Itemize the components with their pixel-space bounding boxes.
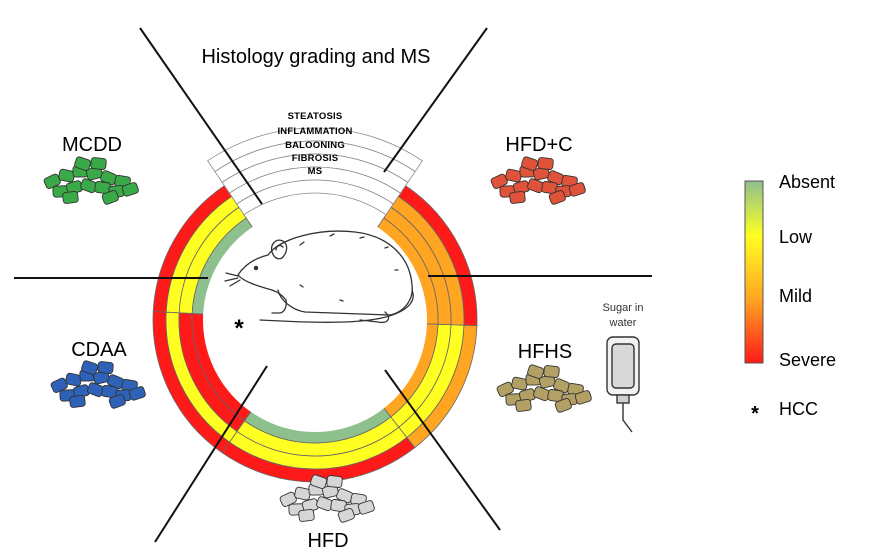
legend-low: Low [779, 227, 813, 247]
model-label-hfdc: HFD+C [505, 134, 572, 156]
ring-label-ballooning: BALOONING [285, 140, 345, 151]
model-label-cdaa: CDAA [71, 339, 127, 361]
pellet-pile-icon-hfhs [496, 364, 592, 413]
legend-mild: Mild [779, 286, 812, 306]
ring-label-inflammation: INFLAMMATION [277, 126, 352, 137]
pellet-piles [43, 156, 592, 523]
legend-hcc: HCC [779, 399, 818, 419]
rat-illustration [224, 230, 414, 324]
pellet-pile-icon-hfdc [490, 156, 586, 205]
legend-absent: Absent [779, 172, 835, 192]
legend-severe: Severe [779, 350, 836, 370]
model-label-hfd: HFD [307, 530, 348, 552]
sugar-label-line1: Sugar in [603, 302, 644, 314]
legend-hcc-symbol: * [751, 403, 759, 425]
label-arc-band-4 [236, 179, 394, 216]
ring-label-ms: MS [308, 166, 323, 177]
model-label-mcdd: MCDD [62, 134, 122, 156]
sector-dividers [14, 27, 652, 543]
center-disc [203, 208, 427, 432]
sugar-label-line2: water [609, 317, 637, 329]
model-label-hfhs: HFHS [518, 341, 572, 363]
hcc-marker: * [234, 315, 244, 342]
pellet-pile-icon-mcdd [43, 156, 139, 205]
page-title: Histology grading and MS [201, 46, 430, 68]
water-bottle-icon [606, 336, 640, 433]
ring-label-steatosis: STEATOSIS [288, 111, 343, 122]
pellet-pile-icon-cdaa [50, 360, 146, 409]
pellet-pile-icon-hfd [279, 474, 375, 523]
grading-legend-arcs [207, 127, 423, 216]
ring-label-fibrosis: FIBROSIS [292, 153, 338, 164]
legend-gradient-bar [744, 180, 764, 364]
